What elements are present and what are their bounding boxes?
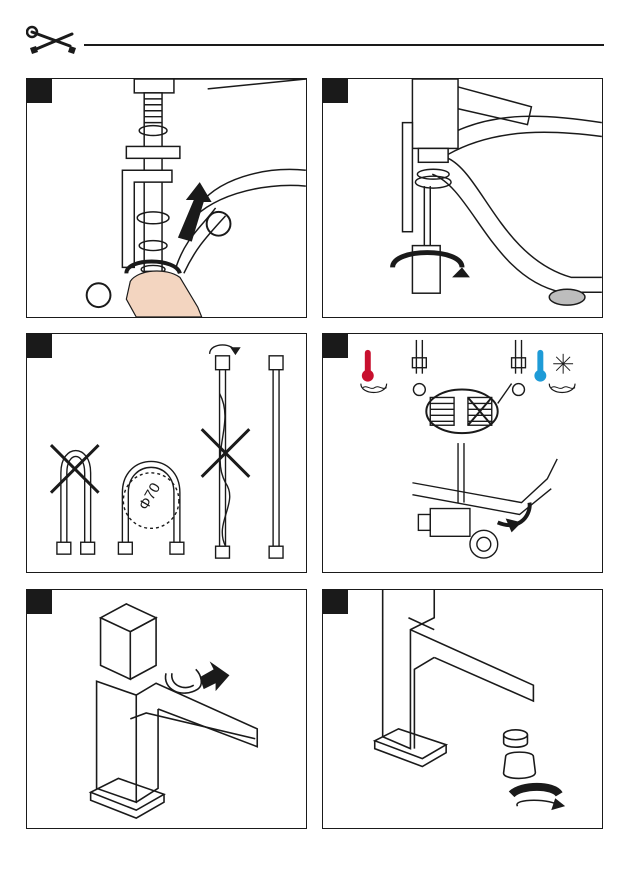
hot-water-icon [361,350,387,393]
connect-hoses-illustration [323,334,602,572]
wrench-screwdriver-icon [26,24,78,58]
cold-water-icon [534,350,575,393]
page-header [0,0,629,70]
panel-step-5 [26,589,307,829]
fasten-nut-illustration [323,79,602,317]
panel-step-4 [322,333,603,573]
panel-step-3: Φ70 [26,333,307,573]
bend-radius-label: Φ70 [136,481,164,514]
disassemble-illustration [27,79,306,317]
hose-bending-illustration: Φ70 [27,334,306,572]
panel-step-1 [26,78,307,318]
panel-step-2 [322,78,603,318]
header-rule [84,44,604,46]
unscrew-aerator-illustration [323,590,602,828]
remove-clip-illustration [27,590,306,828]
panel-step-6 [322,589,603,829]
